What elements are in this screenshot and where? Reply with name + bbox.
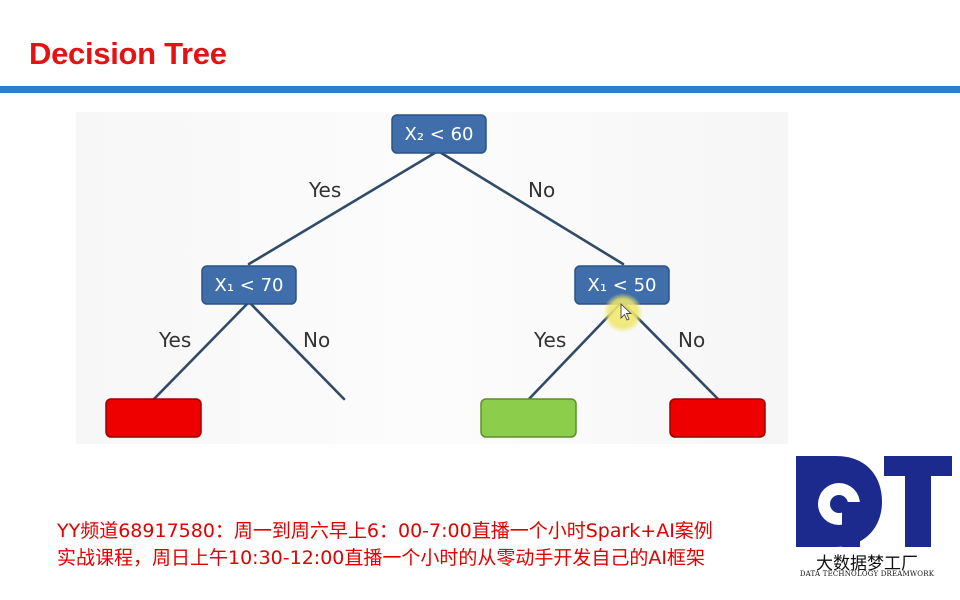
node-root-label: X₂ < 60 (405, 124, 474, 145)
edge-left-yes (152, 300, 251, 401)
dt-logo-mark (796, 456, 952, 547)
branch-label-root-yes: Yes (308, 178, 341, 202)
caption-line-2: 实战课程，周日上午10:30-12:00直播一个小时的从零动手开发自己的AI框架 (57, 547, 705, 569)
branch-label-left-no: No (303, 328, 330, 352)
node-root: X₂ < 60 (391, 114, 487, 154)
node-left: X₁ < 70 (201, 265, 297, 305)
logo-english-name: DATA TECHNOLOGY DREAMWORK (799, 570, 935, 578)
branch-label-right-no: No (678, 328, 705, 352)
branch-label-left-yes: Yes (158, 328, 191, 352)
caption-line-1: YY频道68917580：周一到周六早上6：00-7:00直播一个小时Spark… (57, 520, 713, 542)
node-left-label: X₁ < 70 (215, 275, 284, 296)
broadcast-caption: YY频道68917580：周一到周六早上6：00-7:00直播一个小时Spark… (57, 518, 777, 572)
logo-chinese-name: 大数据梦工厂 (816, 554, 918, 574)
mouse-pointer-icon (620, 302, 633, 321)
edge-root-left (247, 149, 440, 266)
title-divider (0, 86, 960, 93)
leaf-green (480, 398, 577, 438)
decision-tree-diagram: Yes No Yes No Yes No X₂ < 60 X₁ < 70 X₁ … (76, 112, 788, 444)
node-right: X₁ < 50 (574, 265, 670, 305)
slide-title: Decision Tree (29, 36, 227, 71)
dt-logo: 大数据梦工厂 DATA TECHNOLOGY DREAMWORK (778, 444, 956, 590)
branch-label-root-no: No (528, 178, 555, 202)
branch-label-right-yes: Yes (533, 328, 566, 352)
leaf-red-left (105, 398, 202, 438)
edge-left-no (247, 300, 346, 401)
node-right-label: X₁ < 50 (588, 275, 657, 296)
edge-root-right (436, 149, 625, 266)
cursor-highlight (603, 293, 643, 333)
diagram-background (76, 112, 788, 444)
leaf-red-right (669, 398, 766, 438)
